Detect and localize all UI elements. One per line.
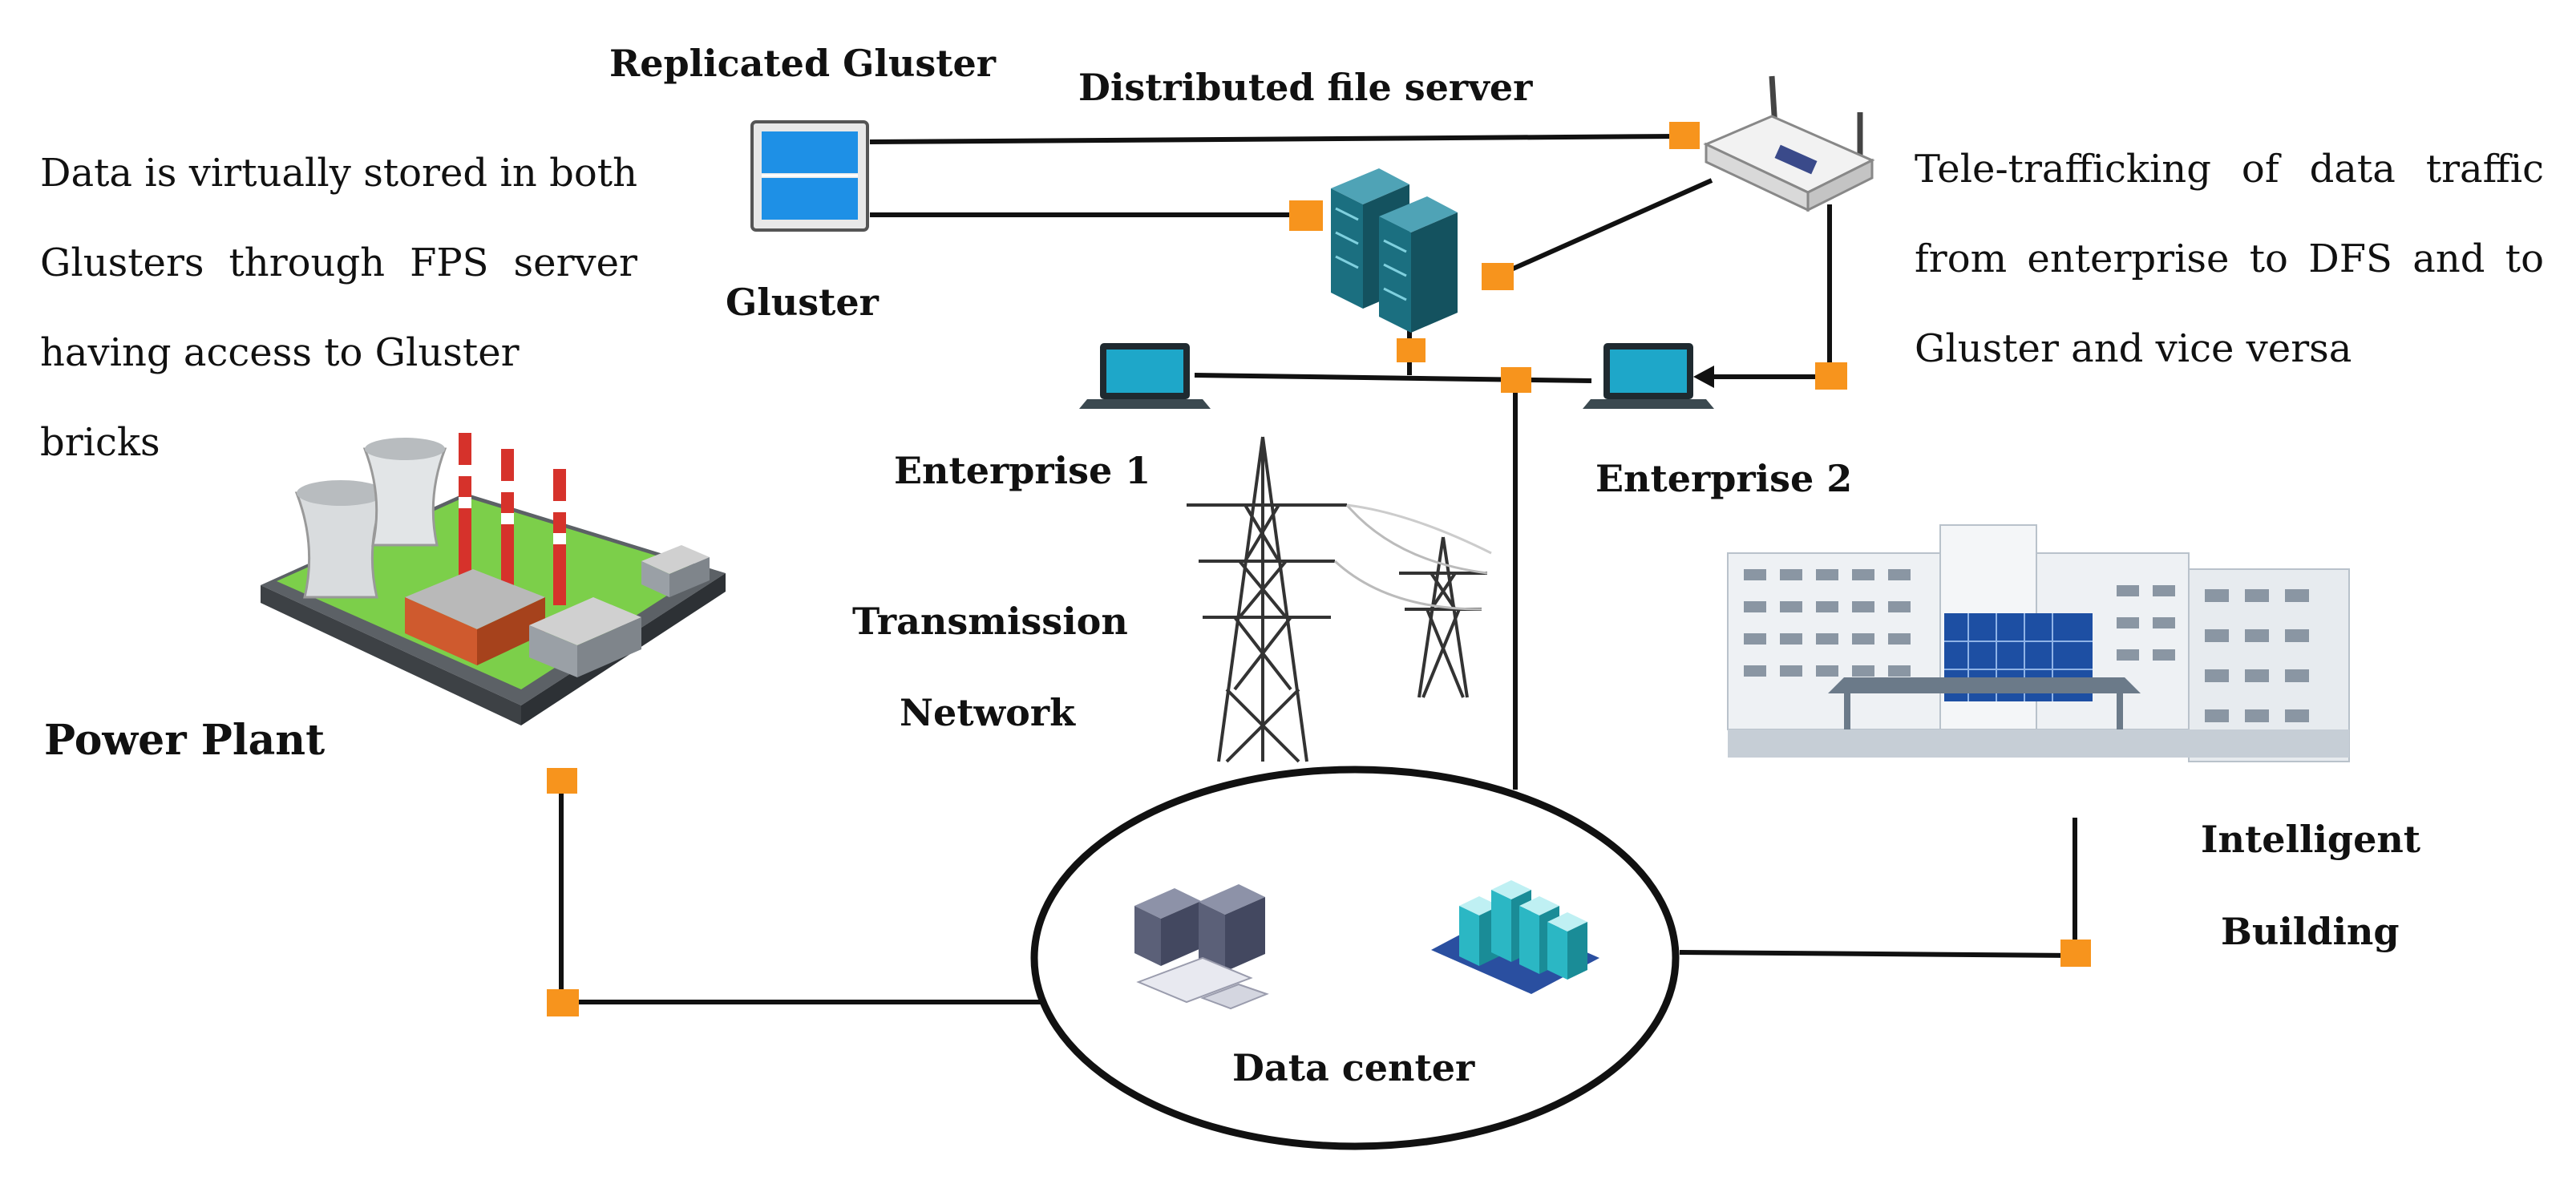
note-right-line-2: from enterprise to DFS and to [1915,236,2544,281]
label-building: Building [2221,910,2400,953]
connector-fileserver-bottom [1397,338,1425,362]
connector-fileserver-right [1482,263,1514,290]
line-enterprise1-to-enterprise2 [1194,373,1592,383]
connector-fileserver-left [1289,200,1323,231]
connector-powerplant-corner [547,989,579,1016]
gluster-server-icon [750,120,869,232]
label-intelligent: Intelligent [2201,818,2421,861]
label-enterprise-1: Enterprise 1 [894,449,1151,492]
note-left-line-3: having access to Gluster bricks [40,330,520,465]
note-left-line-2: Glusters through FPS server [40,240,637,285]
label-network: Network [900,691,1075,734]
label-data-center: Data center [1232,1046,1475,1089]
note-left-line-1: Data is virtually stored in both [40,151,637,196]
label-distributed-file-server: Distributed file server [1078,66,1533,109]
note-right: Tele-trafficking of data traffic from en… [1915,124,2544,394]
transmission-tower-icon [1187,436,1492,763]
connector-router-right [1815,362,1847,390]
connector-powerplant-top [547,768,577,794]
server-cluster-icon [1431,880,1599,994]
laptop-icon-enterprise-2 [1583,343,1714,409]
hospital-building-icon [1727,524,2350,762]
label-transmission: Transmission [852,600,1128,643]
note-left: Data is virtually stored in both Gluster… [40,128,637,487]
file-server-rack-icon [1331,168,1458,333]
power-plant-icon [261,433,726,725]
label-enterprise-2: Enterprise 2 [1595,457,1853,500]
data-center-ellipse [1030,766,1680,1150]
label-gluster: Gluster [726,281,879,324]
connector-building [2060,940,2091,967]
label-power-plant: Power Plant [44,716,326,765]
line-gluster-to-router [869,134,1680,144]
arrowhead-enterprise2 [1693,366,1714,388]
connector-router-top [1669,122,1700,149]
datacenter-workstation-icon [1134,884,1269,1010]
line-fileserver-to-router [1494,178,1713,279]
wifi-router-icon [1703,75,1875,212]
connector-squares [547,122,2091,1016]
connection-lines [559,134,2077,1004]
note-right-line-1: Tele-trafficking of data traffic [1915,147,2544,192]
label-replicated-gluster: Replicated Gluster [609,42,996,85]
laptop-icon-enterprise-1 [1079,343,1211,409]
note-right-line-3: Gluster and vice versa [1915,326,2352,371]
connector-hub [1501,367,1531,393]
line-datacenter-to-building [1679,950,2076,958]
